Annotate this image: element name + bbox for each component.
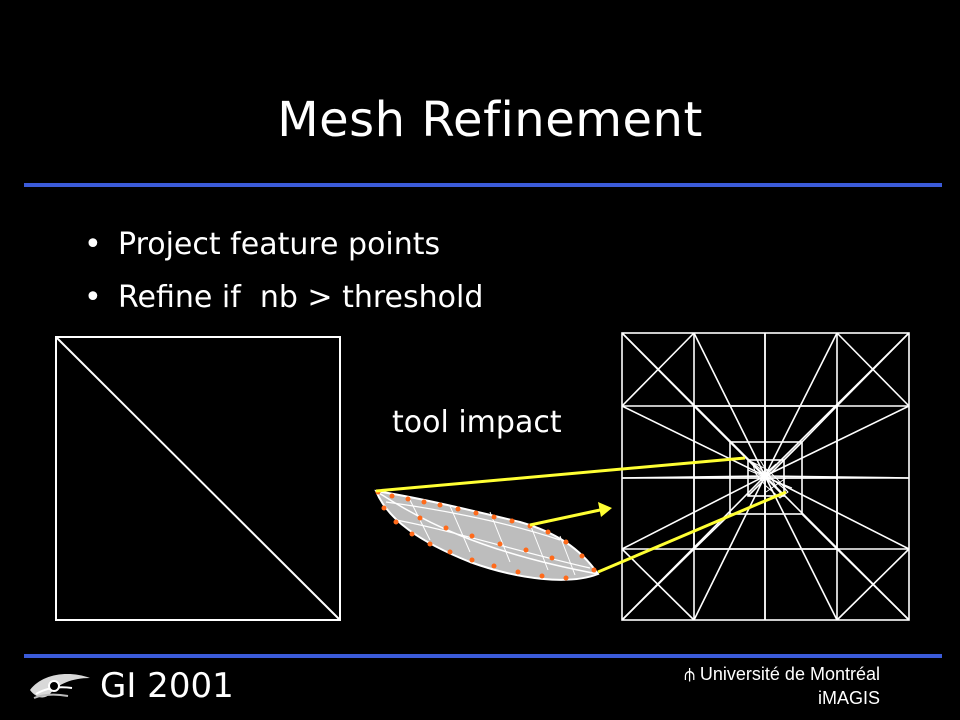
- title-rule: [24, 183, 942, 187]
- slide-title: Mesh Refinement: [277, 92, 703, 148]
- bullet-dot: •: [84, 227, 102, 262]
- impact-cluster: [747, 459, 793, 499]
- conference-label: GI 2001: [100, 666, 234, 706]
- bullet-text: Refine if nb > threshold: [118, 280, 484, 315]
- tool-impact-label: tool impact: [392, 405, 562, 440]
- trident-icon: ⫛: [684, 664, 695, 684]
- projection-lines: [375, 456, 787, 574]
- arrow-head-icon: [598, 502, 612, 517]
- footer-branding: GI 2001: [28, 664, 234, 708]
- university-branding: ⫛ Université de Montréal iMAGIS: [684, 662, 880, 710]
- university-line: ⫛ Université de Montréal: [684, 662, 880, 686]
- tool-object: [374, 489, 600, 581]
- bullet-text: Project feature points: [118, 227, 441, 262]
- refined-mesh: [621, 332, 910, 621]
- bullet-item: • Refine if nb > threshold: [84, 271, 483, 324]
- bullet-list: • Project feature points • Refine if nb > …: [84, 218, 483, 324]
- bullet-item: • Project feature points: [84, 218, 483, 271]
- eye-logo-icon: [30, 674, 90, 699]
- bullet-dot: •: [84, 280, 102, 315]
- footer-rule: [24, 654, 942, 658]
- lab-name: iMAGIS: [817, 688, 880, 708]
- university-name: Université de Montréal: [699, 664, 880, 684]
- coarse-mesh: [55, 336, 341, 621]
